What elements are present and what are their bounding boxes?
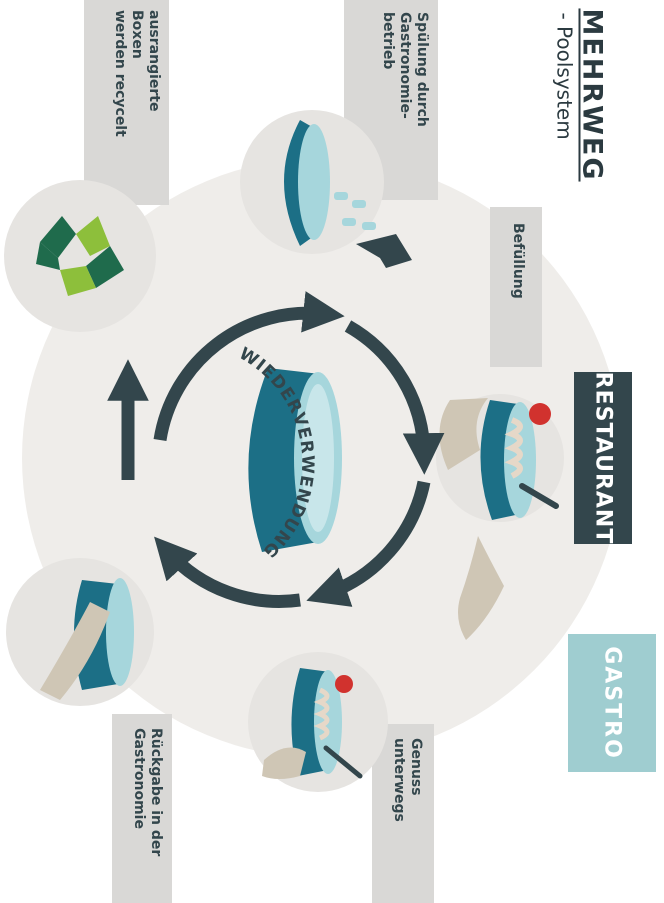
recycle-circle bbox=[4, 180, 156, 332]
cycle-arrows bbox=[107, 291, 445, 608]
recycle-icon bbox=[36, 216, 124, 296]
label-box-genuss: Genuss unterwegs bbox=[372, 724, 434, 903]
hand-icon bbox=[458, 536, 504, 640]
return-bowl-icon bbox=[40, 578, 134, 700]
washing-bowl-icon bbox=[284, 120, 412, 268]
label-box-recycle: ausrangierte Boxen werden recycelt bbox=[84, 0, 169, 205]
arrow-bottom-left bbox=[154, 536, 301, 608]
gastro-badge: GASTRO bbox=[568, 634, 656, 772]
label-box-rueckgabe: Rückgabe in der Gastronomie bbox=[112, 714, 172, 903]
filled-bowl-icon bbox=[439, 398, 559, 520]
arrow-top-left bbox=[153, 291, 345, 442]
eating-bowl-icon bbox=[262, 668, 363, 779]
center-bowl-icon bbox=[248, 368, 342, 552]
arrow-bottom-right bbox=[306, 480, 431, 607]
restaurant-badge: RESTAURANT bbox=[574, 372, 632, 544]
label-box-befuellung: Befüllung bbox=[490, 207, 542, 367]
arrow-top-right bbox=[344, 320, 445, 475]
